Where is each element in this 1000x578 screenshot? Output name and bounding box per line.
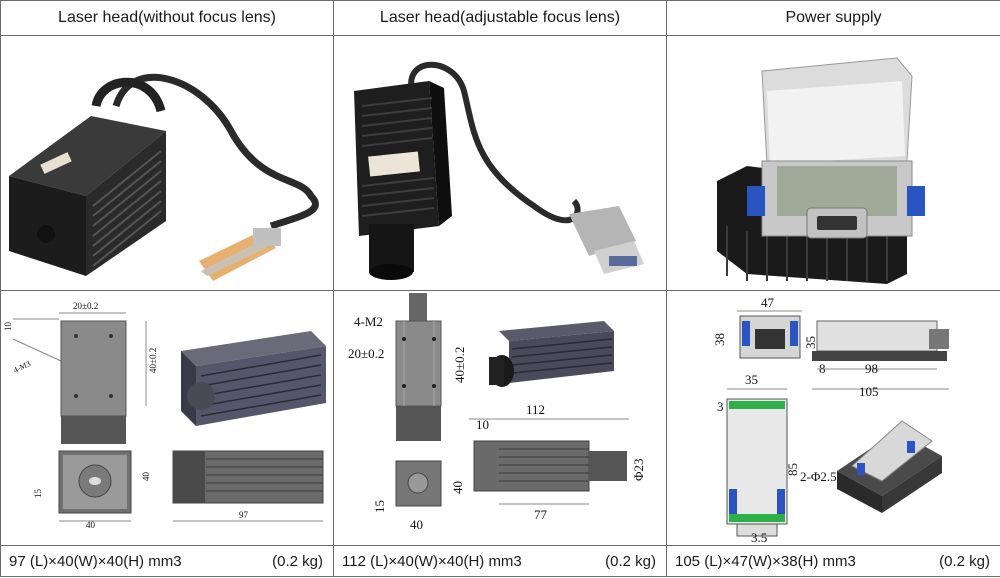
photo-row	[0, 35, 1000, 291]
dim-height-label: 40±0.2	[148, 348, 158, 373]
drawing-power-supply: 47 38 35 8 98 105 35 3	[666, 290, 1000, 546]
dim-w35-label: 35	[745, 372, 758, 387]
dim-side-h-label: 40	[141, 472, 151, 482]
laser-head-fixed-drawing: 20±0.2 40±0.2 10 4-M3 15	[3, 301, 326, 530]
dim-bottom-w-label: 40	[410, 517, 423, 532]
laser-head-adjustable-photo-image	[354, 61, 644, 280]
size-text: 112 (L)×40(W)×40(H) mm3	[342, 552, 522, 570]
dimension-cell: 105 (L)×47(W)×38(H) mm3 (0.2 kg)	[666, 545, 1000, 577]
dim-dia-label: Φ23	[631, 458, 646, 481]
dimension-row: 97 (L)×40(W)×40(H) mm3 (0.2 kg) 112 (L)×4…	[0, 545, 1000, 577]
header-row: Laser head(without focus lens) Laser hea…	[0, 0, 1000, 36]
dim-bottom-v-label: 40	[450, 481, 465, 494]
photo-power-supply	[666, 35, 1000, 291]
drawing-laser-head-adjustable: 4-M2 20±0.2 40±0.2 112 10	[333, 290, 667, 546]
drawing-laser-head-fixed: 20±0.2 40±0.2 10 4-M3 15	[0, 290, 334, 546]
dim-hole-label: 4-M2	[354, 314, 383, 329]
dim-h35-label: 35	[803, 336, 818, 349]
header-cell: Laser head(without focus lens)	[0, 0, 334, 36]
dim-hole-label: 4-M3	[12, 359, 32, 375]
weight-text: (0.2 kg)	[272, 552, 323, 570]
size-text: 105 (L)×47(W)×38(H) mm3	[675, 552, 856, 570]
dim-b35-label: 3.5	[751, 530, 767, 545]
dim-height-label: 40±0.2	[452, 347, 467, 383]
dim-t3-label: 3	[717, 399, 724, 414]
dim-length-label: 97	[239, 510, 249, 520]
dim-w47-label: 47	[761, 295, 775, 310]
drawing-row: 20±0.2 40±0.2 10 4-M3 15	[0, 290, 1000, 546]
dim-h38-label: 38	[712, 333, 727, 346]
dim-bottom-w-label: 40	[86, 520, 96, 530]
power-supply-drawing: 47 38 35 8 98 105 35 3	[712, 295, 949, 545]
dim-bottom-h-label: 15	[33, 489, 43, 499]
dim-h85-label: 85	[785, 463, 800, 476]
dim-top-label: 10	[3, 322, 13, 332]
dim-bottom-h-label: 15	[372, 500, 387, 513]
dim-l105-label: 105	[859, 384, 879, 399]
photo-laser-head-adjustable	[333, 35, 667, 291]
dim-hole-label: 2-Φ2.5	[800, 469, 837, 484]
laser-head-adjustable-drawing: 4-M2 20±0.2 40±0.2 112 10	[348, 293, 646, 532]
weight-text: (0.2 kg)	[605, 552, 656, 570]
dim-width-label: 20±0.2	[73, 301, 98, 311]
photo-laser-head-fixed	[0, 35, 334, 291]
dim-total-label: 112	[526, 402, 545, 417]
size-text: 97 (L)×40(W)×40(H) mm3	[9, 552, 182, 570]
dimension-cell: 112 (L)×40(W)×40(H) mm3 (0.2 kg)	[333, 545, 667, 577]
dim-l98-label: 98	[865, 361, 878, 376]
dimension-cell: 97 (L)×40(W)×40(H) mm3 (0.2 kg)	[0, 545, 334, 577]
header-cell: Power supply	[666, 0, 1000, 36]
dim-body-label: 77	[534, 507, 548, 522]
dim-lens-label: 10	[476, 417, 489, 432]
power-supply-photo-image	[717, 57, 925, 284]
header-cell: Laser head(adjustable focus lens)	[333, 0, 667, 36]
weight-text: (0.2 kg)	[939, 552, 990, 570]
laser-head-photo-image	[9, 74, 319, 281]
dim-spacing-label: 20±0.2	[348, 346, 384, 361]
